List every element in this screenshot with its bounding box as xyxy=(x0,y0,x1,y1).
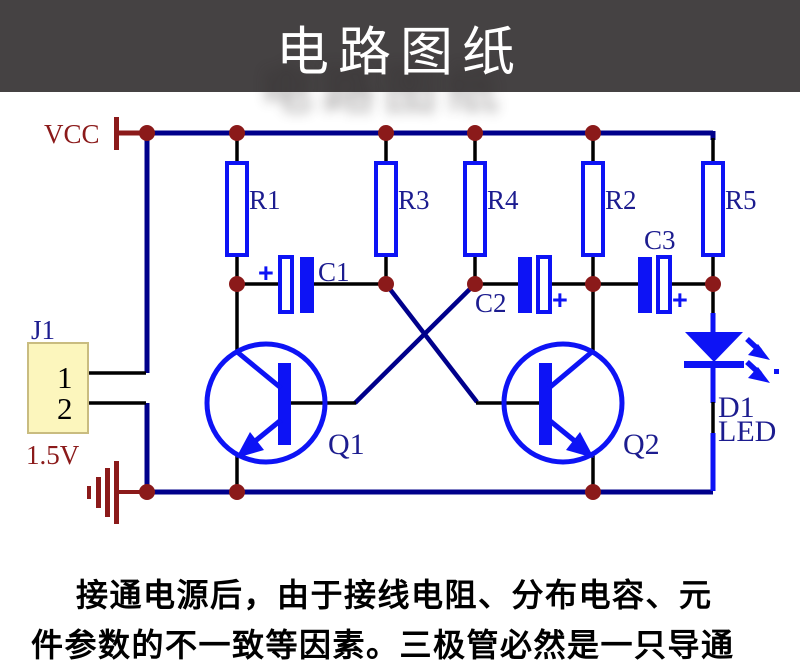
junction-dot xyxy=(229,276,245,292)
transistor-base-bar xyxy=(278,363,291,445)
light-arrow-head xyxy=(748,344,770,360)
light-emission-arrows-icon xyxy=(745,336,779,383)
transistor-label: Q2 xyxy=(623,428,660,461)
junction-dot xyxy=(585,484,601,500)
ground-symbol xyxy=(87,461,146,524)
junction-dot xyxy=(139,125,155,141)
ground-bar xyxy=(87,486,91,499)
junction-dot xyxy=(229,484,245,500)
resistor-label: R3 xyxy=(398,185,430,215)
transistor-q1: Q1 xyxy=(204,284,365,492)
polarity-plus-icon: + xyxy=(552,285,568,315)
pin2-label: 2 xyxy=(57,391,73,426)
description-line-2: 件参数的不一致等因素。三极管必然是一只导通 xyxy=(31,627,735,663)
resistor-r2: R2 xyxy=(581,161,637,257)
junction-dot xyxy=(467,276,483,292)
capacitor-c3: + C3 xyxy=(638,225,688,315)
ground-bar xyxy=(114,461,119,524)
emitter-lead xyxy=(252,418,283,444)
junction-dot xyxy=(229,125,245,141)
capacitor-label: C2 xyxy=(475,288,507,318)
description-line-1: 接通电源后，由于接线电阻、分布电容、元 xyxy=(76,577,713,613)
junction-dot xyxy=(139,484,155,500)
collector-lead xyxy=(234,349,283,390)
collector-lead xyxy=(547,349,595,390)
resistor-symbol xyxy=(225,161,249,257)
capacitor-plate-positive xyxy=(278,255,294,314)
junction-dot xyxy=(585,276,601,292)
diode-type-label: LED xyxy=(718,415,776,448)
led-d1: D1 LED xyxy=(684,313,779,491)
led-triangle xyxy=(685,332,743,362)
led-cathode-bar xyxy=(684,361,744,368)
wire-diagonal xyxy=(353,282,477,405)
capacitor-plate-negative xyxy=(300,257,314,313)
vcc-label: VCC xyxy=(44,119,100,149)
light-dot xyxy=(774,369,779,374)
capacitor-plate-negative xyxy=(638,257,652,313)
emitter-arrow-icon xyxy=(236,432,264,458)
transistor-circle xyxy=(204,341,328,465)
connector-j1: J1 1 2 1.5V xyxy=(26,315,146,470)
resistor-label: R1 xyxy=(249,185,281,215)
capacitor-plate-positive xyxy=(536,255,552,314)
transistor-circle xyxy=(501,341,625,465)
resistor-label: R2 xyxy=(605,185,637,215)
diode-ref-label: D1 xyxy=(718,391,755,424)
resistor-r4: R4 xyxy=(463,161,519,257)
title-banner: 电路图纸 xyxy=(0,0,800,92)
transistor-label: Q1 xyxy=(328,428,365,461)
junction-dot xyxy=(585,125,601,141)
wire-diagonal xyxy=(384,282,479,404)
capacitor-c2: + C2 xyxy=(475,255,568,318)
connector-ref-label: J1 xyxy=(31,315,55,345)
resistor-label: R4 xyxy=(487,185,519,215)
ground-bar xyxy=(105,468,110,517)
transistor-base-bar xyxy=(539,363,552,445)
emitter-lead xyxy=(547,418,578,444)
vcc-stub-bar xyxy=(114,117,119,150)
capacitor-c1: + C1 xyxy=(258,255,350,314)
connector-body xyxy=(27,342,89,434)
resistor-label: R5 xyxy=(725,185,757,215)
resistor-symbol xyxy=(701,161,725,257)
junction-dot xyxy=(378,125,394,141)
voltage-label: 1.5V xyxy=(26,440,80,470)
page-title: 电路图纸 xyxy=(276,23,524,82)
resistor-r1: R1 xyxy=(225,161,281,257)
emitter-arrow-icon xyxy=(566,432,594,458)
capacitor-label: C3 xyxy=(644,225,676,255)
resistor-symbol xyxy=(374,161,398,257)
capacitor-plate-negative xyxy=(518,257,532,313)
junction-dot xyxy=(467,125,483,141)
polarity-plus-icon: + xyxy=(258,258,274,288)
ground-bar xyxy=(96,477,101,508)
resistor-symbol xyxy=(463,161,487,257)
polarity-plus-icon: + xyxy=(672,285,688,315)
light-arrow-head xyxy=(748,367,770,383)
capacitor-label: C1 xyxy=(318,257,350,287)
resistor-symbol xyxy=(581,161,605,257)
transistor-q2: Q2 xyxy=(501,284,660,492)
resistor-r5: R5 xyxy=(701,161,757,257)
junction-dot xyxy=(705,276,721,292)
capacitor-plate-positive xyxy=(656,255,672,314)
pin1-label: 1 xyxy=(57,360,73,395)
cross-coupling-wires xyxy=(291,282,540,405)
resistor-r3: R3 xyxy=(374,161,430,257)
junction-dots xyxy=(139,125,721,500)
junction-dot xyxy=(378,276,394,292)
